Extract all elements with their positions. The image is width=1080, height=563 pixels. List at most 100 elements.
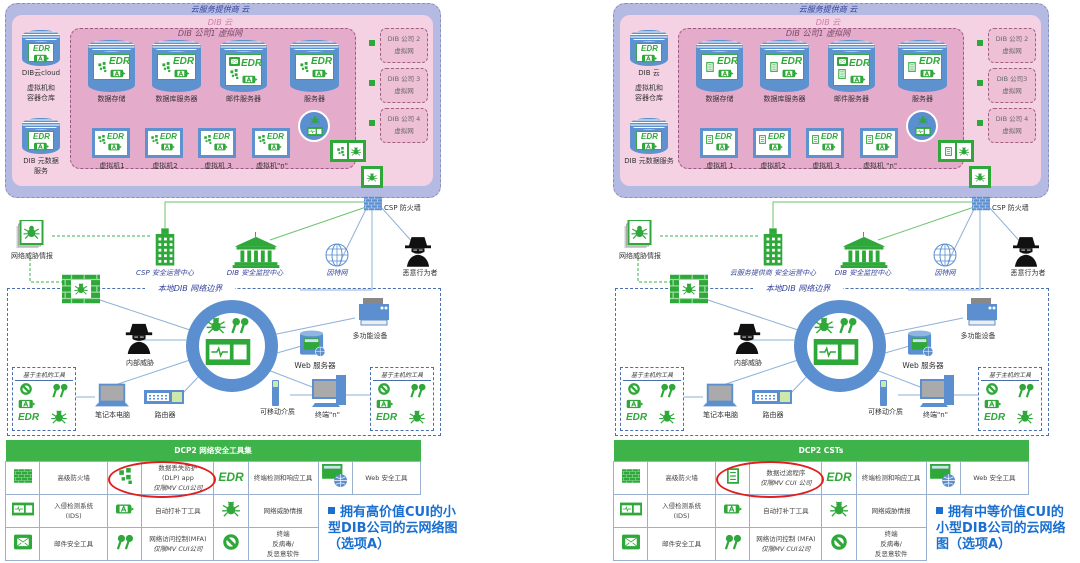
tool-icon-cell	[715, 493, 751, 528]
tool-name: Web 安全工具	[365, 473, 408, 482]
edr-icon: EDR	[821, 132, 838, 141]
caption-text: 拥有中等价值CUI的小型DIB公司的云网络图（选项A）	[936, 505, 1066, 552]
bank-icon	[839, 232, 889, 268]
vm-label: 虚拟机 "n"	[862, 162, 898, 170]
csp-firewall-label: CSP 防火墙	[384, 204, 421, 212]
dib-monitor-label: DIB 安全监控中心	[226, 269, 284, 277]
tool-note: 仅限MV CUI公司	[153, 544, 203, 553]
tool-name: 反恶意软件	[266, 549, 300, 558]
edr-icon: EDR	[919, 56, 941, 67]
block-icon	[830, 534, 848, 550]
host-tools-title: 基于主机的工具	[623, 370, 681, 381]
tool-name: 自动打补丁工具	[155, 506, 201, 515]
tool-name: 终端检测和响应工具	[861, 473, 921, 482]
router-icon	[144, 390, 184, 404]
tool-name-cell: 高级防火墙	[647, 460, 717, 495]
tool-name-cell: Web 安全工具	[351, 460, 422, 495]
tool-icon-cell	[317, 460, 353, 495]
intel-icon	[16, 220, 44, 248]
connector-node	[369, 120, 375, 126]
web-server-icon	[300, 330, 326, 358]
highlight-ellipse	[108, 461, 216, 498]
laptop-icon	[95, 383, 129, 407]
tool-name-cell: 邮件安全工具	[39, 526, 109, 561]
tool-icon-cell	[4, 460, 41, 495]
edr-icon: EDR	[781, 56, 803, 67]
tool-icon-cell	[612, 460, 649, 495]
boundary-title: 本地DIB 网络边界	[145, 283, 235, 294]
laptop-icon	[703, 383, 737, 407]
company-name: DIB 公司 3	[387, 75, 421, 83]
server-db: EDR	[760, 40, 809, 92]
server-label: 服务器	[304, 95, 325, 103]
blue-firewall-icon	[972, 196, 990, 211]
tool-icon-cell: EDR	[213, 460, 249, 495]
ids-icon	[11, 501, 34, 517]
tool-icon-cell	[612, 526, 649, 561]
company-name: DIB 公司 2	[995, 35, 1029, 43]
table-row: 邮件安全工具网络访问控制(MFA)仅限MV CUI公司终端反病毒/反恶意软件	[4, 526, 421, 561]
internet-label: 因特网	[326, 269, 348, 277]
tool-name: 高级防火墙	[665, 473, 698, 482]
virtual-machine: EDR	[92, 128, 130, 158]
tool-name: 反病毒/	[880, 539, 902, 548]
mfp-label: 多功能设备	[960, 332, 996, 340]
vnet-title: DIB 公司1 虚拟网	[177, 29, 243, 38]
server-label: 数据存储	[97, 95, 126, 103]
laptop-label: 笔记本电脑	[95, 411, 130, 419]
tool-name-cell: 终端检测和响应工具	[247, 460, 319, 495]
edr-icon: EDR	[984, 412, 1006, 423]
containers-label: 容器仓库	[27, 94, 55, 102]
table-row: 入侵检测系统(IDS)自动打补丁工具网络威胁情报	[612, 493, 1029, 528]
server-label: 数据库服务器	[763, 95, 806, 103]
metadata-service: EDR	[630, 118, 668, 154]
edr-icon: EDR	[376, 412, 398, 423]
diagram-caption: 拥有中等价值CUI的小型DIB公司的云网络图（选项A）	[936, 505, 1076, 553]
network-core	[186, 300, 278, 392]
metadata-label: DIB 元数据服务	[624, 157, 674, 165]
tool-name: 入侵检测系统	[662, 501, 702, 510]
vm-label: 虚拟机1	[99, 162, 125, 170]
edr-icon: EDR	[626, 412, 648, 423]
insider-threat-label: 内部威胁	[734, 359, 762, 367]
web-server-label: Web 服务器	[294, 361, 336, 370]
table-header: DCP2 CSTs	[613, 440, 1029, 461]
bullet-icon	[328, 507, 335, 514]
vm-label: 虚拟机 1	[706, 162, 734, 170]
tool-name-cell: Web 安全工具	[959, 460, 1030, 495]
vm-label: 虚拟机"n"	[256, 162, 288, 170]
ids-icon	[619, 501, 642, 517]
table-row: 入侵检测系统(IDS)自动打补丁工具网络威胁情报	[4, 493, 421, 528]
server-db: EDR	[290, 40, 339, 92]
tool-name-cell: 高级防火墙	[39, 460, 109, 495]
bug-icon	[830, 501, 848, 517]
tool-name: 邮件安全工具	[662, 539, 702, 548]
dib-cloud-label: DIB云cloud	[21, 69, 61, 77]
tool-name-cell: 终端检测和响应工具	[855, 460, 927, 495]
boundary-title: 本地DIB 网络边界	[753, 283, 843, 294]
perimeter-firewall	[62, 272, 100, 306]
highlight-ellipse	[716, 461, 824, 498]
vnet-title: DIB 公司1 虚拟网	[785, 29, 851, 38]
dib-cloud-label: DIB 云	[638, 69, 660, 77]
cloud-edge-firewall	[361, 166, 383, 188]
tool-icon-cell	[821, 493, 857, 528]
tool-icon-cell	[213, 493, 249, 528]
mfa-icon	[724, 534, 742, 550]
dib-cloud-storage: EDR	[630, 30, 668, 66]
malicious-actor-label: 恶意行为者	[402, 269, 438, 277]
edr-icon: EDR	[173, 56, 195, 67]
router-label: 路由器	[154, 411, 176, 419]
terminal-label: 终端"n"	[315, 411, 340, 419]
server-db: EDR	[88, 40, 135, 92]
edr-icon: EDR	[717, 56, 739, 67]
vm-label: 虚拟机 3	[812, 162, 840, 170]
metadata-label: 服务	[34, 167, 48, 175]
tool-name: 网络威胁情报	[263, 506, 303, 515]
diagram-caption: 拥有高价值CUI的小型DIB公司的云网络图（选项A）	[328, 505, 468, 553]
perimeter-firewall	[670, 272, 708, 306]
web-security-icon	[322, 464, 348, 488]
hacker-icon	[733, 322, 761, 354]
